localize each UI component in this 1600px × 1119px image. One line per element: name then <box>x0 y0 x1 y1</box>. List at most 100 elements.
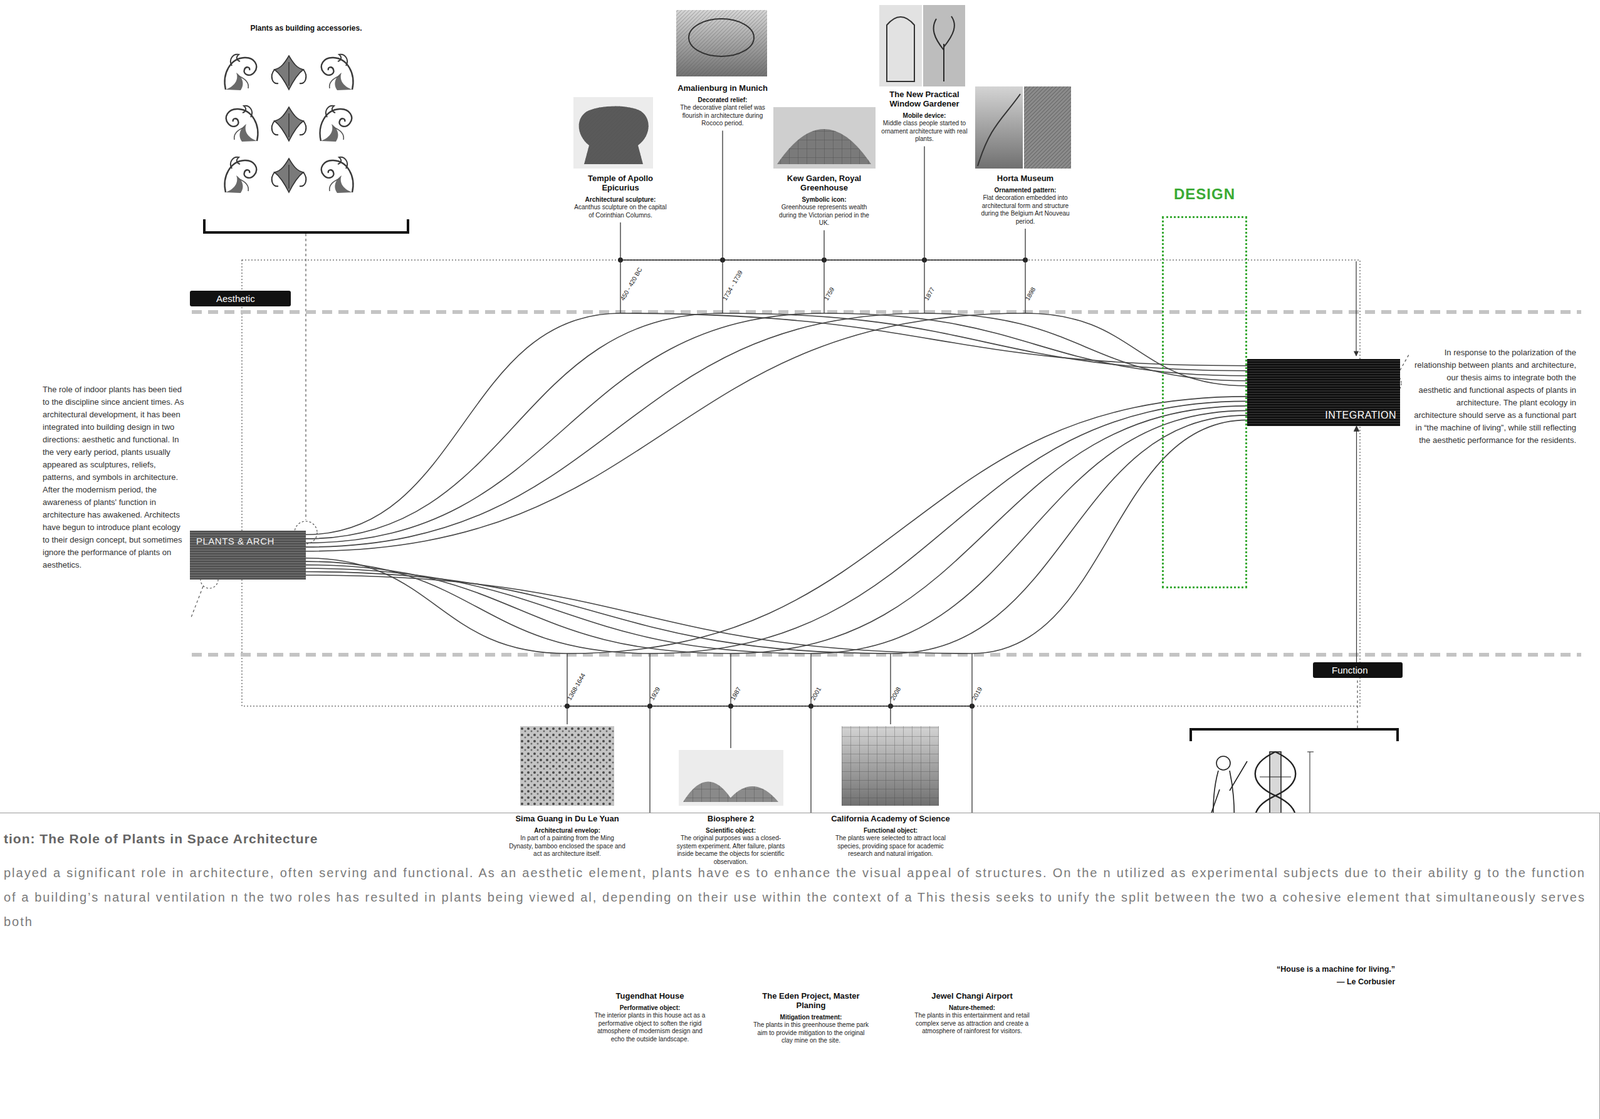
ornament-grid <box>224 54 354 194</box>
node-title: Function <box>1331 664 1396 676</box>
photo <box>879 5 966 87</box>
photo <box>676 10 768 77</box>
flow-curve <box>305 313 1248 552</box>
timeline-case: California Academy of ScienceFunctional … <box>831 814 951 859</box>
photo <box>688 18 754 57</box>
photo <box>923 5 966 87</box>
quote-attribution: — Le Corbusier <box>1209 977 1396 988</box>
photo <box>975 86 1072 169</box>
date-label: 1929 <box>648 686 663 702</box>
case-description: Greenhouse represents wealth during the … <box>777 203 872 228</box>
intro-paragraph: The role of indoor plants has been tied … <box>42 383 189 572</box>
flow-curve <box>305 406 1248 654</box>
timeline-stem <box>566 653 568 725</box>
photo <box>886 16 915 82</box>
photo <box>573 97 654 169</box>
timeline-case: Jewel Changi AirportNature-themed:The pl… <box>912 991 1032 1036</box>
timeline-stems <box>567 130 1026 902</box>
timeline-frame <box>241 260 1360 707</box>
ornament-grid <box>321 54 354 91</box>
modulor-sketch <box>1216 756 1231 771</box>
timeline-case: Biosphere 2Scientific object:The origina… <box>671 814 791 867</box>
photo <box>1024 86 1072 169</box>
timeline-top <box>617 257 1028 263</box>
flow-curve <box>305 419 1248 654</box>
case-title: Kew Garden, Royal Greenhouse <box>777 173 872 193</box>
ornament-grid <box>320 105 353 142</box>
case-category: Nature-themed: <box>912 1003 1032 1013</box>
date-label: 1734 - 1739 <box>721 269 745 303</box>
photo <box>520 726 615 806</box>
case-category: Architectural sculpture: <box>573 195 668 204</box>
photo <box>777 129 872 165</box>
timeline-stem <box>619 222 621 314</box>
photo <box>520 726 615 806</box>
timeline-case: Kew Garden, Royal GreenhouseSymbolic ico… <box>777 173 872 228</box>
photo <box>841 726 939 806</box>
ornament-grid <box>226 105 259 142</box>
case-title: Tugendhat House <box>590 991 710 1001</box>
photo <box>879 5 922 87</box>
timeline-bottom <box>567 705 973 707</box>
pointer-arrow <box>1356 426 1357 663</box>
ornament-grid <box>271 55 307 90</box>
ornament-grid <box>321 157 354 194</box>
timeline-stem <box>730 653 731 749</box>
flow-curve <box>305 313 1248 548</box>
case-description: The original purposes was a closed-syste… <box>671 834 791 867</box>
date-label: 2008 <box>889 686 904 702</box>
source-band: PLANTS & ARCH <box>189 530 306 580</box>
date-label: 1877 <box>923 286 937 303</box>
timeline-stem <box>823 230 825 314</box>
case-title: Sima Guang in Du Le Yuan <box>507 814 627 824</box>
case-title: Amalienburg in Munich <box>675 83 770 93</box>
node-title: PLANTS & ARCH <box>196 535 300 548</box>
timeline-case: Tugendhat HousePerformative object:The i… <box>590 991 710 1044</box>
date-label: 2001 <box>809 686 824 702</box>
ornament-grid <box>271 158 307 193</box>
date-label: 1898 <box>1024 286 1038 303</box>
date-label: 1759 <box>822 286 837 303</box>
date-label: 2019 <box>970 686 985 702</box>
integration-band: INTEGRATION <box>1247 359 1401 427</box>
case-description: Acanthus sculpture on the capital of Cor… <box>573 203 668 220</box>
node-title: DESIGN <box>1151 185 1258 204</box>
pointer-arrow <box>1355 261 1357 356</box>
section-heading: Plants as building accessories. <box>204 23 408 34</box>
case-description: The plants were selected to attract loca… <box>831 834 951 859</box>
case-title: California Academy of Science <box>831 814 951 824</box>
case-category: Performative object: <box>590 1003 710 1013</box>
photo <box>579 105 649 165</box>
node-body: played a significant role in architectur… <box>3 861 1586 935</box>
ornament-grid <box>224 54 257 91</box>
bracket <box>204 219 408 233</box>
case-category: Scientific object: <box>671 826 791 835</box>
connectors <box>305 313 1357 663</box>
case-title: Horta Museum <box>978 173 1073 184</box>
case-title: The Eden Project, Master Planing <box>751 991 871 1011</box>
flow-curve <box>305 396 1248 654</box>
case-description: The plants in this greenhouse theme park… <box>751 1021 871 1046</box>
leader-line <box>190 586 204 620</box>
case-category: Symbolic icon: <box>777 195 872 204</box>
photo <box>683 782 779 803</box>
photo <box>678 750 784 806</box>
bracket <box>1190 729 1398 742</box>
case-description: The interior plants in this house act as… <box>590 1012 710 1044</box>
case-description: In part of a painting from the Ming Dyna… <box>507 834 627 859</box>
photo <box>573 97 654 169</box>
case-description: The plants in this entertainment and ret… <box>912 1012 1032 1036</box>
photo <box>676 10 768 77</box>
photo <box>773 107 876 169</box>
timeline-case: Amalienburg in MunichDecorated relief:Th… <box>675 83 770 128</box>
photo <box>676 10 768 77</box>
case-category: Decorated relief: <box>675 95 770 105</box>
case-title: Temple of Apollo Epicurius <box>573 173 668 193</box>
timeline-stem <box>923 146 925 314</box>
aesthetic-tag: Aesthetic <box>189 290 291 307</box>
flow-curve <box>305 415 1248 654</box>
leader-line <box>305 233 306 521</box>
timeline-case: Sima Guang in Du Le YuanArchitectural en… <box>507 814 627 859</box>
photo <box>933 16 955 82</box>
